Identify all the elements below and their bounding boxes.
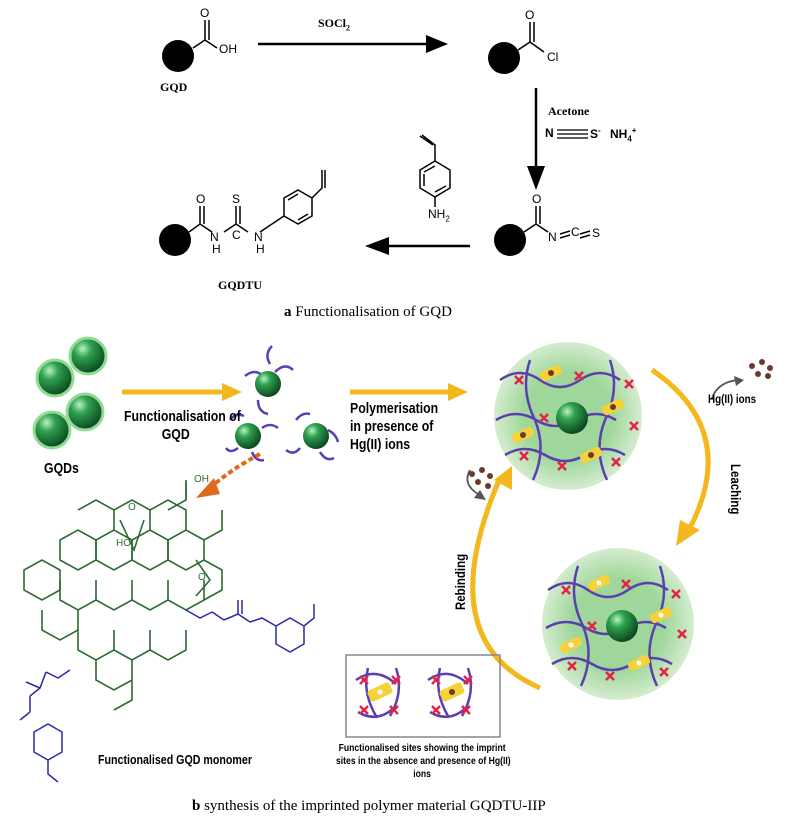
step-polymerisation: Polymerisation in presence of Hg(II) ion…	[350, 400, 439, 453]
atom-h-1: H	[212, 242, 221, 256]
leaching-arrow	[650, 367, 711, 530]
label-gqd: GQD	[160, 80, 188, 94]
thiocyanate-n: N	[545, 126, 554, 140]
polymer-network-loaded	[495, 359, 626, 481]
atom-h-2: H	[256, 242, 265, 256]
atom-n-iso: N	[548, 230, 557, 244]
label-gqds: GQDs	[44, 460, 79, 477]
monomer-ho: HO	[116, 538, 131, 549]
arrow-acetone-head	[527, 166, 545, 190]
label-monomer: Functionalised GQD monomer	[98, 752, 252, 767]
inset-box	[345, 654, 501, 738]
atom-s-iso: S	[592, 226, 601, 240]
gqd-dot-4	[159, 224, 191, 256]
label-gqdtu: GQDTU	[218, 278, 263, 292]
thiocyanate-s: S-	[590, 126, 601, 141]
rebinding-arrow-head	[494, 466, 512, 490]
label-leaching: Leaching	[728, 464, 744, 515]
hg-ions-rebinding	[469, 467, 493, 489]
core-sphere-leached	[606, 610, 638, 642]
atom-o-iso: O	[532, 192, 542, 206]
graphene-monomer	[23, 480, 223, 711]
crosslinks-leached	[561, 579, 687, 681]
red-curved-arrow-head	[196, 478, 220, 498]
monomer-o-1: O	[128, 502, 136, 513]
ions-in-arrow-head	[474, 490, 486, 500]
vinylaniline-ring	[419, 160, 451, 198]
gqdtu-ring	[271, 170, 326, 225]
fgqd-sphere-2	[235, 423, 261, 449]
atom-oh: OH	[219, 42, 237, 56]
ions-out-arrow-head	[734, 376, 744, 386]
atom-o-amide: O	[196, 192, 206, 206]
atom-n-2: N	[254, 230, 263, 244]
polymer-network-leached	[545, 565, 673, 687]
reagent-acetone: Acetone	[548, 104, 590, 118]
functionalised-gqd-cluster	[224, 345, 340, 462]
atom-o-acyl: O	[525, 8, 535, 22]
inset-site-loaded	[427, 667, 473, 719]
leaching-arrow-head	[676, 520, 700, 546]
ammonium: NH4+	[610, 126, 637, 144]
acyl-chloride-bonds	[517, 22, 545, 53]
red-curved-arrow	[208, 452, 261, 490]
fgqd-sphere-3	[303, 423, 329, 449]
label-hg-ions: Hg(II) ions	[708, 392, 757, 406]
gqd-sphere-1	[35, 358, 75, 398]
atom-s-thio: S	[232, 192, 241, 206]
fgqd-sphere-1	[255, 371, 281, 397]
gqd-dot-2	[488, 42, 520, 74]
monomer-o-2: O	[198, 572, 206, 583]
imprint-sites-loaded	[511, 364, 625, 464]
inset-caption: Functionalised sites showing the imprint…	[336, 742, 511, 780]
atom-o-acid: O	[200, 6, 210, 20]
crosslinks-loaded	[514, 371, 639, 471]
atom-cl: Cl	[547, 50, 559, 64]
reagent-socl2: SOCl2	[318, 16, 351, 33]
step-functionalisation: Functionalisation of GQD	[124, 408, 241, 443]
rebinding-arrow	[470, 477, 542, 691]
gqd-sphere-2	[68, 336, 108, 376]
isothiocyanate-bonds	[523, 206, 591, 239]
vinylaniline-bonds	[419, 134, 436, 207]
arrow-vinylaniline-head	[365, 237, 389, 255]
caption-b: b synthesis of the imprinted polymer mat…	[192, 798, 546, 814]
core-sphere-loaded	[556, 402, 588, 434]
inset-site-empty	[355, 667, 401, 719]
imprint-sites-empty	[559, 574, 673, 672]
atom-c-iso: C	[571, 225, 580, 239]
atom-nh2: NH2	[428, 207, 450, 224]
acid-bonds	[192, 20, 218, 49]
ions-out-arrow	[711, 379, 739, 399]
atom-c-thio: C	[232, 228, 241, 242]
monomer-substituents	[19, 600, 315, 783]
atom-n-1: N	[210, 230, 219, 244]
gqd-dot-1	[162, 40, 194, 72]
arrow-socl2-head	[426, 35, 448, 53]
triple-bond	[557, 129, 588, 139]
hg-ions-released	[749, 359, 773, 379]
caption-a: a Functionalisation of GQD	[284, 304, 452, 320]
ions-in-arrow	[466, 469, 479, 495]
yellow-arrow-2-head	[448, 383, 468, 401]
yellow-arrow-1-head	[222, 383, 242, 401]
gqd-sphere-3	[65, 392, 105, 432]
label-rebinding: Rebinding	[452, 553, 468, 610]
gqd-sphere-4	[32, 410, 72, 450]
gqd-dot-3	[494, 224, 526, 256]
gqdtu-bonds	[188, 206, 273, 233]
monomer-cooh: OH	[194, 474, 209, 485]
